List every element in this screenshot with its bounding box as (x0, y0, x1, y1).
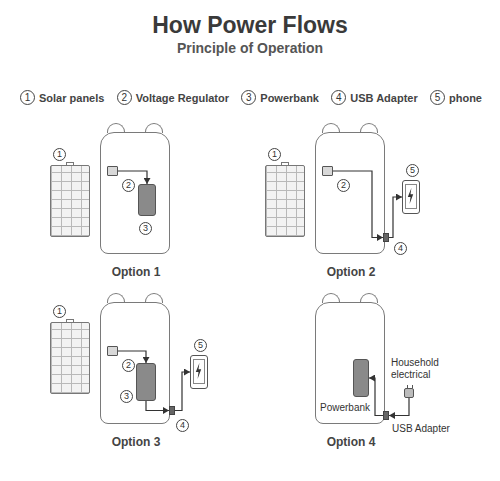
callout-number: 4 (331, 90, 346, 105)
subtitle: Principle of Operation (0, 40, 500, 56)
callout-number: 2 (122, 359, 135, 372)
voltage-regulator: 2 (107, 346, 118, 356)
callout-number: 2 (337, 179, 350, 192)
callout-number: 3 (120, 390, 133, 403)
powerbank: Powerbank (353, 359, 369, 397)
phone: 5 (190, 355, 208, 389)
backpack-strap (360, 123, 378, 133)
backpack-strap (145, 123, 163, 133)
power-flow-arrow (146, 401, 169, 411)
option-label: Option 3 (71, 435, 201, 449)
charge-bolt (194, 362, 203, 380)
key-row: 1 Solar panels 2 Voltage Regulator 3 Powerban… (20, 90, 482, 105)
powerbank: 3 (138, 184, 156, 216)
solar-panel: 1 (50, 322, 90, 394)
backpack-outline: Option 224 (315, 132, 385, 254)
callout-number: 1 (268, 148, 281, 161)
option-label: Option 1 (71, 265, 201, 279)
phone: 5 (402, 180, 420, 214)
component-label: Household electrical (391, 357, 461, 381)
callout-number: 1 (53, 305, 66, 318)
callout-number: 2 (117, 90, 132, 105)
backpack-outline: Option 3234 (100, 302, 170, 424)
usb-adapter: 4 (169, 406, 175, 415)
backpack-outline: Option 4PowerbankUSB Adapter (315, 302, 385, 424)
callout-number: 4 (394, 242, 407, 255)
key-item: 4 USB Adapter (331, 90, 417, 105)
panel-clip (66, 319, 74, 322)
key-text: USB Adapter (350, 92, 417, 104)
key-item: 5 phone (430, 90, 482, 105)
usb-adapter: 4 (383, 233, 389, 242)
backpack-strap (107, 123, 125, 133)
option-label: Option 2 (286, 265, 416, 279)
component-label: Powerbank (320, 402, 370, 414)
power-flow-arrow (369, 378, 383, 416)
panel-clip (281, 162, 289, 165)
key-text: Powerbank (260, 92, 319, 104)
callout-number: 1 (53, 148, 66, 161)
callout-number: 1 (20, 90, 35, 105)
callout-number: 3 (241, 90, 256, 105)
key-text: Solar panels (39, 92, 104, 104)
backpack-strap (322, 293, 340, 303)
component-label: USB Adapter (392, 423, 450, 435)
voltage-regulator: 2 (322, 166, 333, 176)
household-plug: Household electrical (404, 388, 414, 398)
backpack-strap (360, 293, 378, 303)
power-flow-arrow (389, 398, 409, 416)
callout-number: 3 (139, 222, 152, 235)
charge-bolt (406, 187, 415, 205)
plug-prongs (407, 385, 413, 388)
callout-number: 5 (406, 164, 419, 177)
key-item: 3 Powerbank (241, 90, 319, 105)
backpack-strap (145, 293, 163, 303)
usb-adapter: USB Adapter (383, 411, 389, 420)
panel-clip (66, 162, 74, 165)
backpack-strap (107, 293, 125, 303)
power-flow-arrow (333, 171, 383, 238)
solar-panel: 1 (50, 165, 90, 237)
backpack-strap (322, 123, 340, 133)
option-label: Option 4 (286, 435, 416, 449)
key-text: Voltage Regulator (136, 92, 229, 104)
key-item: 1 Solar panels (20, 90, 104, 105)
callout-number: 2 (122, 179, 135, 192)
callout-number: 4 (176, 419, 189, 432)
powerbank: 3 (136, 363, 156, 401)
title: How Power Flows (0, 12, 500, 39)
backpack-outline: Option 123 (100, 132, 170, 254)
voltage-regulator: 2 (107, 166, 118, 176)
power-flow-arrow (389, 197, 402, 238)
power-flow-arrow (175, 372, 190, 411)
callout-number: 5 (430, 90, 445, 105)
key-text: phone (449, 92, 482, 104)
key-item: 2 Voltage Regulator (117, 90, 229, 105)
callout-number: 5 (194, 339, 207, 352)
solar-panel: 1 (265, 165, 305, 237)
